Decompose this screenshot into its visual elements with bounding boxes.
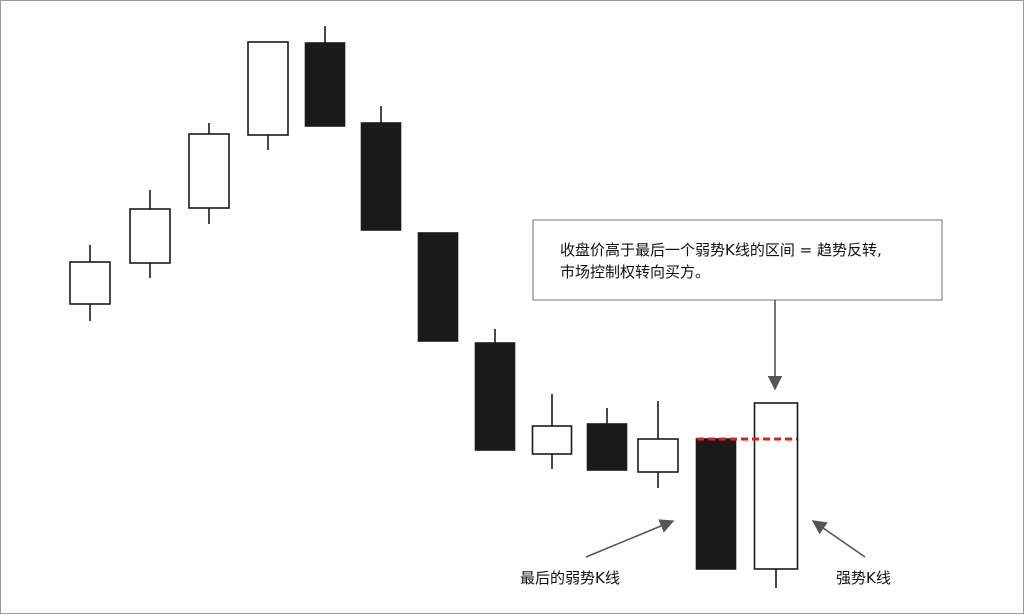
label-strong-candle: 强势K线 [836,569,891,587]
candle-11 [637,401,679,488]
candle-5 [304,26,346,127]
candle-9 [531,394,573,469]
bullish-candle-body [188,133,230,209]
candle-12 [695,438,737,570]
last-weak-pointer-arrow [585,519,675,558]
bearish-candle-body [304,42,346,127]
callout-line-1: 收盘价高于最后一个弱势K线的区间 = 趋势反转, [560,241,882,259]
candle-2 [129,190,171,278]
bullish-candle-body [637,438,679,473]
bullish-candle-body [247,41,289,136]
bearish-candle-body [586,423,628,471]
candle-7 [417,232,459,342]
bullish-candle-body [753,402,799,570]
bearish-candle-body [695,438,737,570]
bearish-candle-body [474,342,516,451]
candle-1 [69,245,111,321]
candles-group [69,26,799,588]
candle-8 [474,329,516,451]
candle-10 [586,408,628,471]
candle-13 [753,402,799,588]
callout-line-2: 市场控制权转向买方。 [560,263,710,281]
bullish-candle-body [531,425,573,455]
candle-3 [188,123,230,224]
bullish-candle-body [69,261,111,305]
strong-pointer-arrow [811,520,866,558]
candle-6 [360,106,402,231]
bullish-candle-body [129,208,171,264]
bearish-candle-body [360,122,402,231]
label-last-weak-candle: 最后的弱势K线 [520,569,620,587]
callout-box [532,219,943,301]
bearish-candle-body [417,232,459,342]
callout: 收盘价高于最后一个弱势K线的区间 = 趋势反转, 市场控制权转向买方。 [532,219,943,301]
candle-4 [247,41,289,150]
